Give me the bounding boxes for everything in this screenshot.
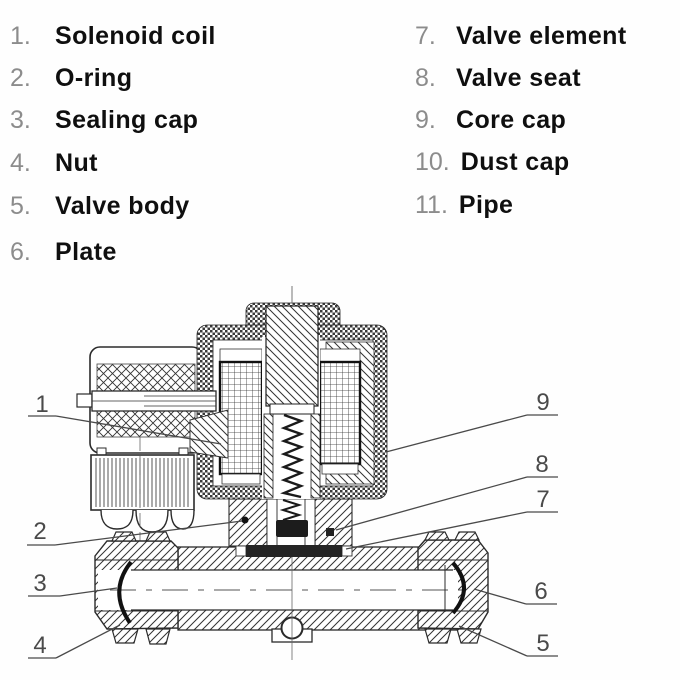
coil-winding-right	[318, 360, 362, 466]
item-label: Plate	[55, 238, 117, 266]
o-ring-section	[241, 516, 249, 524]
item-number: 2.	[10, 64, 31, 92]
pipe-bore	[98, 565, 472, 612]
core-cap-flange-right	[314, 498, 353, 547]
connector-pin	[76, 393, 93, 408]
item-number: 5.	[10, 192, 31, 220]
callout-8: 8	[535, 451, 548, 478]
plunger-wall-right	[310, 413, 321, 499]
connector-rod	[91, 390, 217, 412]
item-label: Solenoid coil	[55, 22, 216, 50]
item-label: Core cap	[456, 106, 567, 134]
item-number: 11.	[415, 191, 448, 219]
solenoid-coil-assembly	[189, 302, 388, 500]
plunger-wall-left	[263, 413, 274, 499]
item-label: Valve element	[456, 22, 627, 50]
callout-5: 5	[536, 630, 549, 657]
item-label: O-ring	[55, 64, 133, 92]
list-item: 4. Nut	[10, 149, 98, 178]
plunger-spring	[280, 413, 305, 499]
item-number: 9.	[415, 106, 436, 134]
list-item: 3. Sealing cap	[10, 106, 198, 135]
item-label: Sealing cap	[55, 106, 199, 134]
item-label: Nut	[55, 149, 98, 177]
callout-numbers: 1 2 3 4 9 8 7 6 5	[33, 389, 549, 659]
valve-element-section	[276, 520, 308, 537]
list-item: 7. Valve element	[415, 22, 627, 51]
list-item: 1. Solenoid coil	[10, 22, 216, 51]
connector-gasket-upper	[96, 363, 196, 392]
valve-spring-lower	[279, 499, 303, 521]
list-item: 5. Valve body	[10, 192, 190, 221]
item-label: Valve seat	[456, 64, 581, 92]
gland-lobe	[100, 509, 134, 530]
callout-2: 2	[33, 518, 46, 545]
list-item: 6. Plate	[10, 238, 117, 267]
callout-9: 9	[536, 389, 549, 416]
item-label: Pipe	[458, 191, 514, 219]
callout-1: 1	[35, 391, 48, 418]
gland-lobe	[170, 509, 195, 530]
item-number: 3.	[10, 106, 31, 134]
leader-lines	[27, 414, 558, 659]
list-item: 9. Core cap	[415, 106, 566, 135]
sealing-cap-right	[451, 561, 466, 615]
gland-lobe	[135, 509, 169, 533]
solenoid-valve-cross-section: 1 2 3 4 9 8 7 6 5	[27, 286, 558, 660]
item-number: 6.	[10, 238, 31, 266]
valve-body-section	[94, 531, 489, 660]
valve-seat-assembly	[228, 498, 353, 557]
list-item: 10. Dust cap	[415, 148, 570, 177]
callout-4: 4	[33, 632, 46, 659]
sealing-cap-left	[117, 560, 133, 625]
item-number: 4.	[10, 149, 31, 177]
callout-6: 6	[534, 578, 547, 605]
item-number: 7.	[415, 22, 436, 50]
item-label: Dust cap	[460, 148, 570, 176]
list-item: 8. Valve seat	[415, 64, 581, 93]
callout-7: 7	[536, 486, 549, 513]
item-number: 1.	[10, 22, 31, 50]
item-number: 10.	[415, 148, 450, 176]
connector-coil-junction	[189, 409, 229, 459]
connector-gasket-lower	[96, 409, 196, 438]
cable-gland	[90, 437, 195, 556]
list-item: 2. O-ring	[10, 64, 132, 93]
callout-3: 3	[33, 570, 46, 597]
plate-section	[246, 545, 342, 557]
item-number: 8.	[415, 64, 436, 92]
list-item: 11. Pipe	[415, 191, 513, 220]
item-label: Valve body	[55, 192, 190, 220]
gland-ribs	[95, 458, 189, 507]
core-tube	[265, 305, 319, 407]
seat-bolt	[326, 528, 334, 536]
core-cap-section	[269, 403, 315, 415]
